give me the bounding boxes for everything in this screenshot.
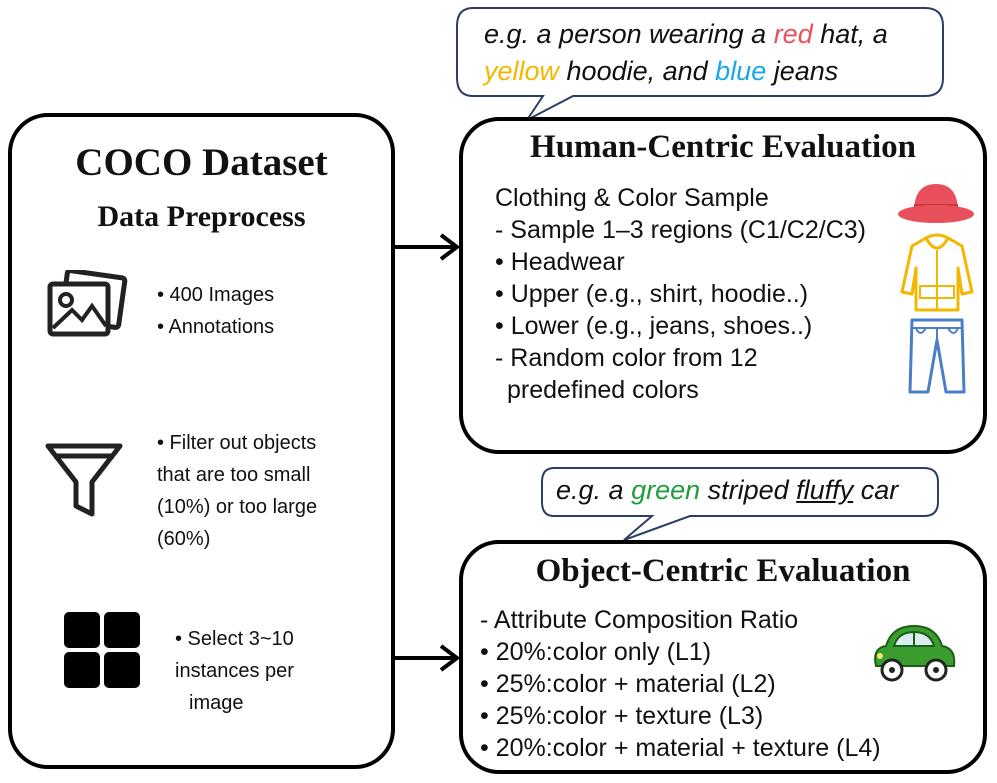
human-bubble-text: jeans	[766, 56, 839, 86]
select-item-line: image	[189, 692, 244, 714]
grid-icon	[64, 612, 140, 688]
object-list-line: • 25%:color + material (L2)	[480, 670, 776, 698]
human-list-line: - Random color from 12	[495, 344, 758, 372]
images-item-line: • 400 Images	[157, 284, 275, 306]
human-list-line: • Upper (e.g., shirt, hoodie..)	[495, 280, 809, 308]
arrow-to-human-icon	[395, 233, 461, 261]
object-list-line: • 20%:color + material + texture (L4)	[480, 734, 881, 762]
human-centric-panel	[459, 117, 987, 454]
images-icon	[47, 270, 128, 337]
human-list-line: • Headwear	[495, 248, 625, 276]
object-list-line: • 20%:color only (L1)	[480, 638, 712, 666]
human-centric-title: Human-Centric Evaluation	[530, 129, 916, 165]
object-bubble-text: e.g. a green striped fluffy car	[556, 475, 898, 506]
select-item-line: • Select 3~10	[175, 628, 294, 650]
select-item-text: • Select 3~10 instances per image	[175, 628, 294, 724]
filter-item-line: • Filter out objects	[157, 432, 317, 454]
filter-item-line: (60%)	[157, 528, 211, 550]
green-word: green	[631, 475, 701, 505]
human-list-line: Clothing & Color Sample	[495, 184, 769, 212]
human-centric-list: Clothing & Color Sample - Sample 1–3 reg…	[495, 182, 866, 406]
blue-word: blue	[715, 56, 767, 86]
coco-dataset-title: COCO Dataset	[75, 141, 328, 184]
human-bubble-shape	[456, 7, 944, 121]
arrow-to-object-icon	[395, 644, 461, 672]
object-bubble-part: car	[853, 475, 899, 505]
human-list-line: - Sample 1–3 regions (C1/C2/C3)	[495, 216, 866, 244]
filter-icon	[45, 443, 123, 517]
object-bubble-part: e.g. a	[556, 475, 632, 505]
hoodie-icon	[900, 233, 974, 312]
human-bubble-text: hat, a	[812, 19, 888, 49]
filter-item-line: that are too small	[157, 464, 311, 486]
object-bubble-shape	[541, 467, 939, 541]
object-centric-list: - Attribute Composition Ratio • 20%:colo…	[480, 604, 881, 764]
object-list-line: - Attribute Composition Ratio	[480, 606, 799, 634]
filter-item-text: • Filter out objects that are too small …	[157, 432, 317, 560]
object-list-line: • 25%:color + texture (L3)	[480, 702, 764, 730]
hat-icon	[898, 184, 974, 223]
human-list-line: predefined colors	[507, 376, 699, 404]
filter-item-line: (10%) or too large	[157, 496, 318, 518]
human-bubble-line2: yellow hoodie, and blue jeans	[484, 56, 838, 87]
object-centric-title: Object-Centric Evaluation	[535, 553, 911, 589]
human-bubble-text: hoodie, and	[559, 56, 716, 86]
human-bubble-text: e.g. a person wearing a	[484, 19, 774, 49]
car-icon	[874, 624, 956, 682]
human-bubble-line1: e.g. a person wearing a red hat, a	[484, 19, 888, 50]
yellow-word: yellow	[484, 56, 560, 86]
object-bubble-part: striped	[700, 475, 797, 505]
images-item-line: • Annotations	[157, 316, 275, 338]
select-item-line: instances per	[175, 660, 294, 682]
images-item-text: • 400 Images • Annotations	[157, 284, 274, 348]
red-word: red	[773, 19, 813, 49]
human-list-line: • Lower (e.g., jeans, shoes..)	[495, 312, 813, 340]
data-preprocess-subtitle: Data Preprocess	[97, 200, 306, 233]
jeans-icon	[908, 318, 966, 394]
fluffy-word: fluffy	[796, 475, 854, 505]
